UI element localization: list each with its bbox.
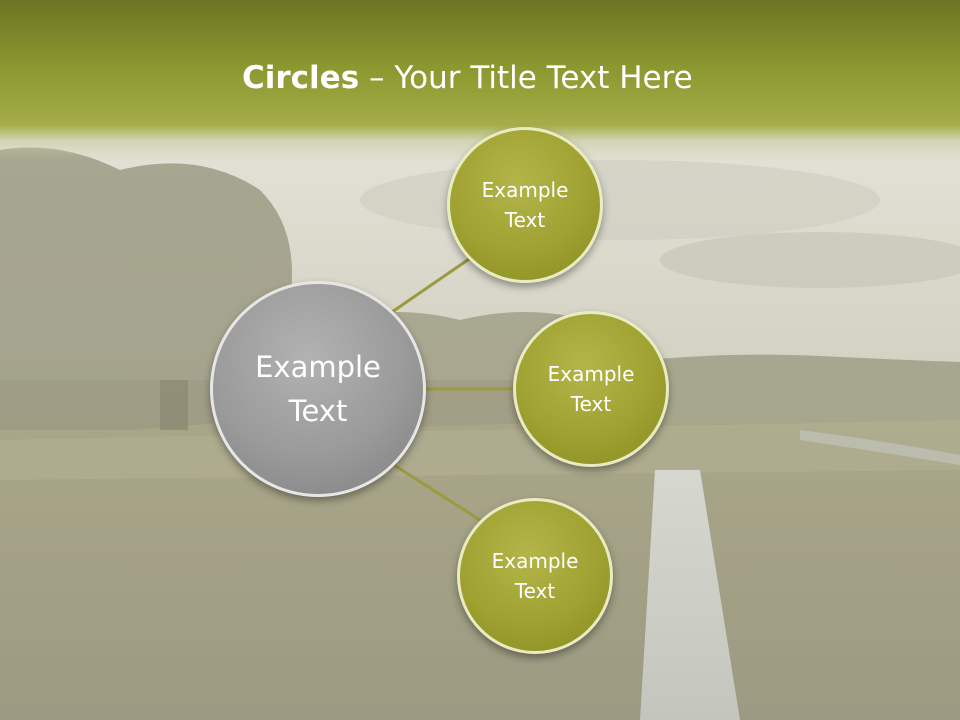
center-circle-label-line2: Text xyxy=(288,394,348,428)
center-circle-label-line1: Example xyxy=(255,350,381,384)
title-rest-part: – Your Title Text Here xyxy=(359,60,693,96)
connector-line-bottom xyxy=(393,463,481,522)
slide-title: Circles – Your Title Text Here xyxy=(242,54,693,102)
node-label-line1: Example xyxy=(491,549,579,573)
node-circle-middle[interactable]: Example Text xyxy=(513,311,669,467)
connector-line-top xyxy=(391,255,473,314)
title-bold-part: Circles xyxy=(242,60,360,96)
node-label-line2: Text xyxy=(504,208,546,232)
node-label-line2: Text xyxy=(514,579,556,603)
center-circle[interactable]: Example Text xyxy=(210,281,426,497)
title-band xyxy=(0,0,960,160)
node-circle-bottom[interactable]: Example Text xyxy=(457,498,613,654)
node-circle-top[interactable]: Example Text xyxy=(447,127,603,283)
node-label-line2: Text xyxy=(570,392,612,416)
node-label-line1: Example xyxy=(547,362,635,386)
node-label-line1: Example xyxy=(481,178,569,202)
